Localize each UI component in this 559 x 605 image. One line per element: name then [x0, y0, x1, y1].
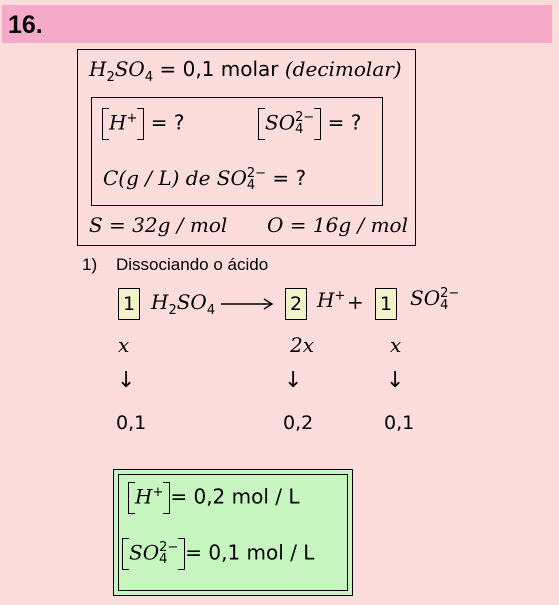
unknown-sulfate-ion: SO2−4 = ?	[258, 108, 361, 140]
col3-value: 0,1	[384, 412, 415, 434]
coefficient-acid: 1	[118, 288, 140, 320]
results-box	[113, 469, 353, 596]
step-title: Dissociando o ácido	[116, 255, 269, 274]
coefficient-hydrogen: 2	[285, 288, 307, 320]
col1-value: 0,1	[116, 412, 147, 434]
given-concentration: H2SO4 = 0,1 molar (decimolar)	[89, 57, 402, 85]
col3-variable: x	[390, 333, 402, 357]
unknown-mass-concentration: C(g / L) de SO2−4 = ?	[103, 165, 307, 193]
problem-number: 16.	[8, 11, 43, 39]
unknowns-box	[91, 97, 383, 206]
mass-sulfur: S = 32g / mol	[89, 213, 228, 237]
hydrogen-ion: H+	[317, 288, 346, 312]
given-data-box	[77, 49, 416, 246]
plus-sign: +	[347, 290, 364, 314]
coefficient-sulfate: 1	[375, 288, 397, 320]
result-sulfate: SO2−4= 0,1 mol / L	[122, 538, 314, 570]
step-number: 1)	[82, 255, 98, 274]
col1-variable: x	[118, 333, 130, 357]
reaction-arrow-icon	[221, 298, 274, 310]
mass-oxygen: O = 16g / mol	[267, 213, 408, 237]
down-arrow-icon: ↓	[386, 368, 405, 393]
down-arrow-icon: ↓	[117, 368, 136, 393]
acid-formula: H2SO4	[151, 290, 216, 318]
down-arrow-icon: ↓	[284, 368, 303, 393]
header-bar: 16.	[2, 5, 552, 43]
result-hydrogen: H+= 0,2 mol / L	[128, 482, 300, 514]
col2-value: 0,2	[283, 412, 314, 434]
col2-variable: 2x	[290, 333, 315, 357]
sulfate-ion: SO2−4	[410, 285, 460, 313]
results-inner-box	[118, 474, 348, 591]
unknown-h-ion: H+ = ?	[102, 108, 184, 140]
